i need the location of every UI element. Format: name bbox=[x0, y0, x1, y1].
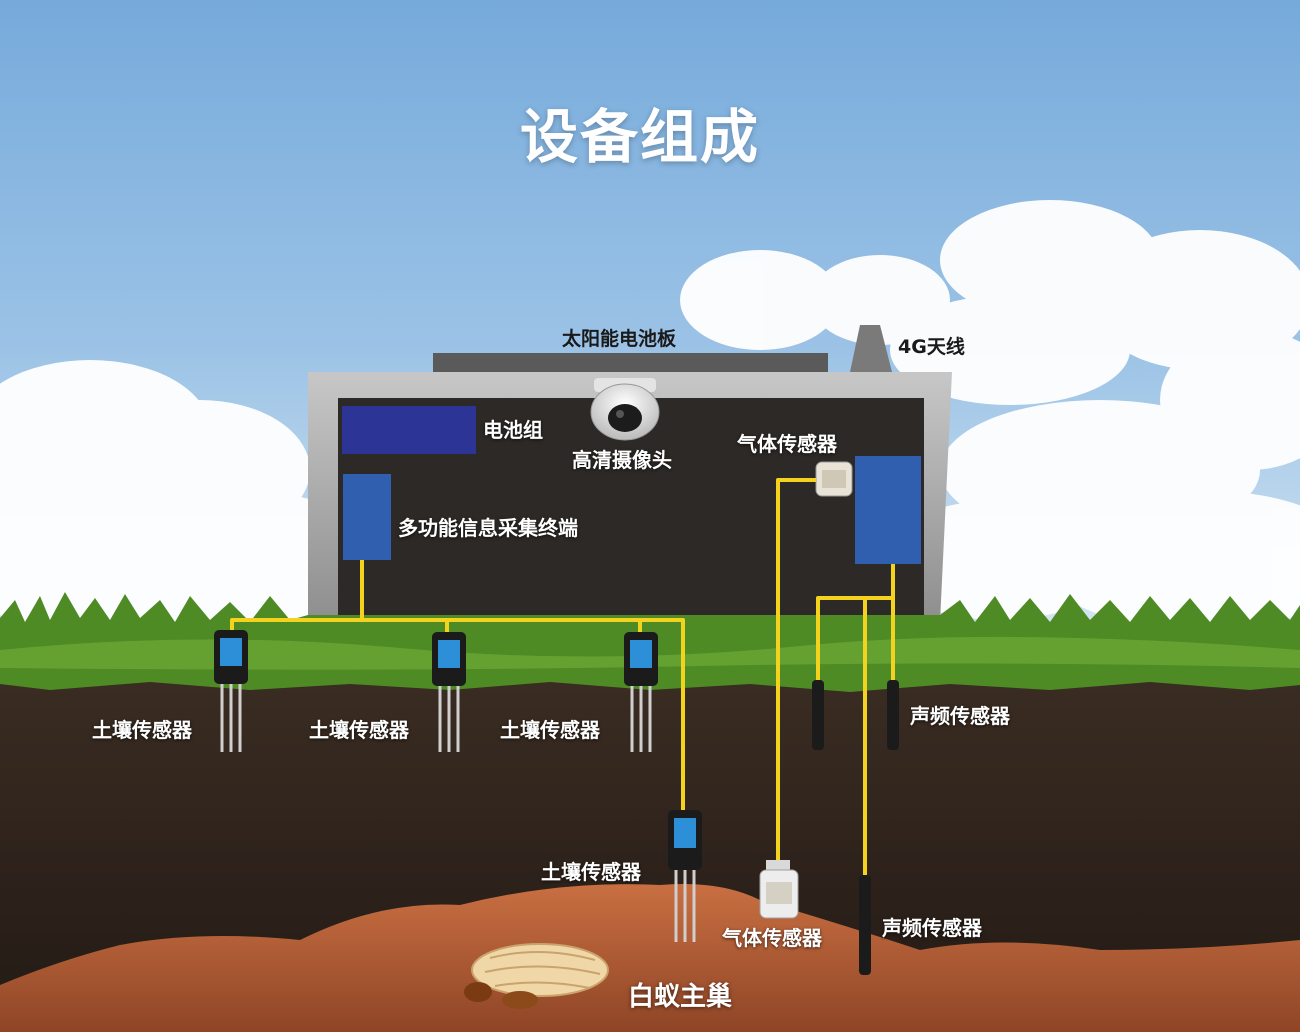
label-soil-sensor-deep: 土壤传感器 bbox=[541, 860, 641, 884]
comm-module-block bbox=[855, 456, 921, 564]
label-battery: 电池组 bbox=[483, 418, 543, 442]
label-audio-sensor-2: 声频传感器 bbox=[882, 916, 982, 940]
label-antenna: 4G天线 bbox=[898, 336, 965, 358]
label-solar-panel: 太阳能电池板 bbox=[562, 328, 677, 350]
audio-sensor-icon bbox=[812, 680, 899, 975]
soil-sensor-icon bbox=[432, 632, 466, 752]
gas-sensor-icon bbox=[815, 461, 853, 497]
grass-highlight bbox=[0, 636, 1300, 670]
cables bbox=[230, 478, 895, 875]
soil-sensor-icon bbox=[668, 810, 702, 942]
page-title: 设备组成 bbox=[520, 103, 761, 171]
soil-sensor-icon bbox=[214, 630, 248, 752]
label-camera: 高清摄像头 bbox=[572, 448, 672, 472]
label-soil-sensor-1: 土壤传感器 bbox=[92, 718, 192, 742]
solar-panel bbox=[433, 353, 828, 373]
label-gas-sensor-top: 气体传感器 bbox=[737, 432, 837, 456]
nest-mound bbox=[0, 884, 1300, 1032]
label-audio-sensor-1: 声频传感器 bbox=[910, 704, 1010, 728]
label-nest: 白蚁主巢 bbox=[628, 982, 733, 1012]
soil-sensor-icon bbox=[624, 632, 658, 752]
camera-dome-icon bbox=[590, 378, 660, 441]
label-soil-sensor-3: 土壤传感器 bbox=[500, 718, 600, 742]
label-terminal: 多功能信息采集终端 bbox=[398, 516, 578, 540]
termite-icon bbox=[464, 943, 609, 1009]
gas-sensor-icon bbox=[759, 860, 799, 919]
antenna-icon bbox=[850, 325, 892, 372]
label-gas-sensor-deep: 气体传感器 bbox=[722, 926, 822, 950]
cloud-icon bbox=[680, 200, 1300, 630]
battery-block bbox=[342, 406, 476, 454]
label-soil-sensor-2: 土壤传感器 bbox=[309, 718, 409, 742]
terminal-block bbox=[343, 474, 391, 560]
